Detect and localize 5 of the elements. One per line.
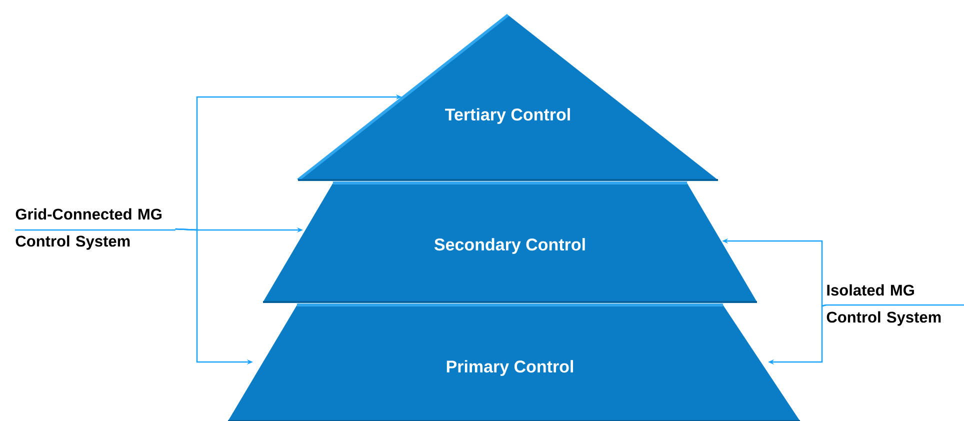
pyramid-tier: Tertiary Control bbox=[297, 14, 718, 182]
system-label: Isolated MG Control System bbox=[826, 284, 941, 326]
pyramid-tier: Secondary Control bbox=[263, 182, 757, 303]
system-label: Grid-Connected MG Control System bbox=[16, 208, 162, 250]
pyramid-tier: Primary Control bbox=[228, 304, 800, 421]
